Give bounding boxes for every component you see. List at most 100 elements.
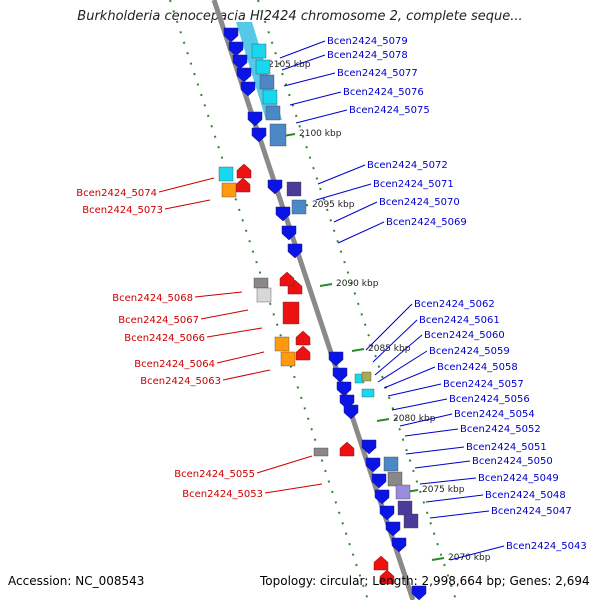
gene-label-forward[interactable]: Bcen2424_5059 xyxy=(429,346,510,357)
gene-arrow-reverse[interactable] xyxy=(279,271,295,287)
gene-arrow-reverse[interactable] xyxy=(236,163,252,179)
gene-feature-box[interactable] xyxy=(259,74,275,90)
gene-label-reverse[interactable]: Bcen2424_5064 xyxy=(134,359,215,370)
gene-label-forward[interactable]: Bcen2424_5072 xyxy=(367,160,448,171)
gene-label-forward[interactable]: Bcen2424_5079 xyxy=(327,36,408,47)
gene-feature-box[interactable] xyxy=(269,123,287,147)
gene-arrow-forward[interactable] xyxy=(336,381,352,397)
gene-feature-box[interactable] xyxy=(282,301,300,325)
gene-arrow-forward[interactable] xyxy=(411,585,427,600)
gene-feature-box[interactable] xyxy=(387,471,403,487)
genome-info-text: Topology: circular; Length: 2,998,664 bp… xyxy=(260,574,590,588)
gene-label-reverse[interactable]: Bcen2424_5067 xyxy=(118,315,199,326)
gene-arrow-forward[interactable] xyxy=(332,367,348,383)
gene-arrow-forward[interactable] xyxy=(379,505,395,521)
gene-feature-box[interactable] xyxy=(253,277,269,289)
gene-arrow-forward[interactable] xyxy=(228,41,244,57)
gene-feature-box[interactable] xyxy=(255,59,271,75)
gene-label-reverse[interactable]: Bcen2424_5073 xyxy=(82,205,163,216)
gene-label-forward[interactable]: Bcen2424_5061 xyxy=(419,315,500,326)
gene-feature-box[interactable] xyxy=(221,182,237,198)
gene-label-forward[interactable]: Bcen2424_5049 xyxy=(478,473,559,484)
gene-label-forward[interactable]: Bcen2424_5048 xyxy=(485,490,566,501)
gene-label-forward[interactable]: Bcen2424_5075 xyxy=(349,105,430,116)
gene-arrow-forward[interactable] xyxy=(247,111,263,127)
map-title: Burkholderia cenocepacia HI2424 chromoso… xyxy=(77,9,523,24)
gene-arrow-reverse[interactable] xyxy=(295,330,311,346)
gene-labels[interactable]: Bcen2424_5079Bcen2424_5078Bcen2424_5077B… xyxy=(76,36,587,552)
gene-feature-box[interactable] xyxy=(251,43,267,59)
gene-feature-box[interactable] xyxy=(265,105,281,121)
gene-feature-box[interactable] xyxy=(395,484,411,500)
gene-arrow-forward[interactable] xyxy=(371,473,387,489)
gene-arrow-reverse[interactable] xyxy=(339,441,355,457)
gene-arrow-forward[interactable] xyxy=(240,81,256,97)
gene-label-reverse[interactable]: Bcen2424_5068 xyxy=(112,293,193,304)
gene-arrow-forward[interactable] xyxy=(343,404,359,420)
gene-arrow-forward[interactable] xyxy=(267,179,283,195)
gene-feature-box[interactable] xyxy=(286,181,302,197)
scale-tick-mark xyxy=(319,283,333,287)
label-connector xyxy=(372,319,418,363)
gene-label-forward[interactable]: Bcen2424_5051 xyxy=(466,442,547,453)
gene-arrow-forward[interactable] xyxy=(236,67,252,83)
gene-label-forward[interactable]: Bcen2424_5070 xyxy=(379,197,460,208)
gene-feature-box[interactable] xyxy=(274,336,290,352)
gene-feature-box[interactable] xyxy=(280,351,296,367)
gene-arrow-forward[interactable] xyxy=(328,351,344,367)
gene-label-forward[interactable]: Bcen2424_5071 xyxy=(373,179,454,190)
gene-label-reverse[interactable]: Bcen2424_5066 xyxy=(124,333,205,344)
gene-feature-box[interactable] xyxy=(361,388,375,398)
gene-arrow-reverse[interactable] xyxy=(373,555,389,571)
gene-label-forward[interactable]: Bcen2424_5062 xyxy=(414,299,495,310)
gene-feature-box[interactable] xyxy=(361,371,372,382)
gene-label-forward[interactable]: Bcen2424_5069 xyxy=(386,217,467,228)
scale-tick-mark xyxy=(376,418,390,422)
gene-label-forward[interactable]: Bcen2424_5077 xyxy=(337,68,418,79)
scale-tick-label: 2085 kbp xyxy=(368,344,411,354)
gene-arrow-forward[interactable] xyxy=(287,243,303,259)
gene-label-forward[interactable]: Bcen2424_5060 xyxy=(424,330,505,341)
gene-arrow-forward[interactable] xyxy=(251,127,267,143)
gene-label-forward[interactable]: Bcen2424_5050 xyxy=(472,456,553,467)
gene-arrow-reverse[interactable] xyxy=(295,345,311,361)
gene-features[interactable] xyxy=(218,22,427,600)
gene-feature-box[interactable] xyxy=(218,166,234,182)
gene-label-reverse[interactable]: Bcen2424_5074 xyxy=(76,188,157,199)
gene-label-forward[interactable]: Bcen2424_5058 xyxy=(437,362,518,373)
gene-arrow-reverse[interactable] xyxy=(235,177,251,193)
gene-arrow-forward[interactable] xyxy=(385,521,401,537)
gene-arrow-forward[interactable] xyxy=(232,54,248,70)
gene-label-reverse[interactable]: Bcen2424_5055 xyxy=(174,469,255,480)
gene-arrow-forward[interactable] xyxy=(365,457,381,473)
gene-label-forward[interactable]: Bcen2424_5078 xyxy=(327,50,408,61)
gene-label-forward[interactable]: Bcen2424_5076 xyxy=(343,87,424,98)
gene-arrow-reverse[interactable] xyxy=(379,569,395,585)
gene-feature-box[interactable] xyxy=(262,89,278,105)
gene-feature-box[interactable] xyxy=(313,447,329,457)
gene-label-reverse[interactable]: Bcen2424_5063 xyxy=(140,376,221,387)
gene-arrow-forward[interactable] xyxy=(361,439,377,455)
gene-arrow-forward[interactable] xyxy=(374,489,390,505)
gene-label-reverse[interactable]: Bcen2424_5053 xyxy=(182,489,263,500)
gene-feature-box[interactable] xyxy=(256,287,272,303)
gene-label-forward[interactable]: Bcen2424_5043 xyxy=(506,541,587,552)
gene-label-forward[interactable]: Bcen2424_5054 xyxy=(454,409,535,420)
gene-arrow-forward[interactable] xyxy=(275,206,291,222)
gene-feature-box[interactable] xyxy=(383,456,399,472)
gene-feature-box[interactable] xyxy=(397,500,413,516)
gene-label-forward[interactable]: Bcen2424_5047 xyxy=(491,506,572,517)
gene-feature-box[interactable] xyxy=(403,513,419,529)
label-connector xyxy=(158,177,215,193)
scale-tick-label: 2090 kbp xyxy=(336,279,379,289)
accession-text: Accession: NC_008543 xyxy=(8,574,145,588)
gene-label-forward[interactable]: Bcen2424_5052 xyxy=(460,424,541,435)
gene-feature-box[interactable] xyxy=(291,199,307,215)
label-connector xyxy=(256,455,313,474)
gene-arrow-forward[interactable] xyxy=(281,225,297,241)
gene-label-forward[interactable]: Bcen2424_5056 xyxy=(449,394,530,405)
gene-arrow-forward[interactable] xyxy=(391,537,407,553)
gene-label-forward[interactable]: Bcen2424_5057 xyxy=(443,379,524,390)
gene-arrow-forward[interactable] xyxy=(223,27,239,43)
